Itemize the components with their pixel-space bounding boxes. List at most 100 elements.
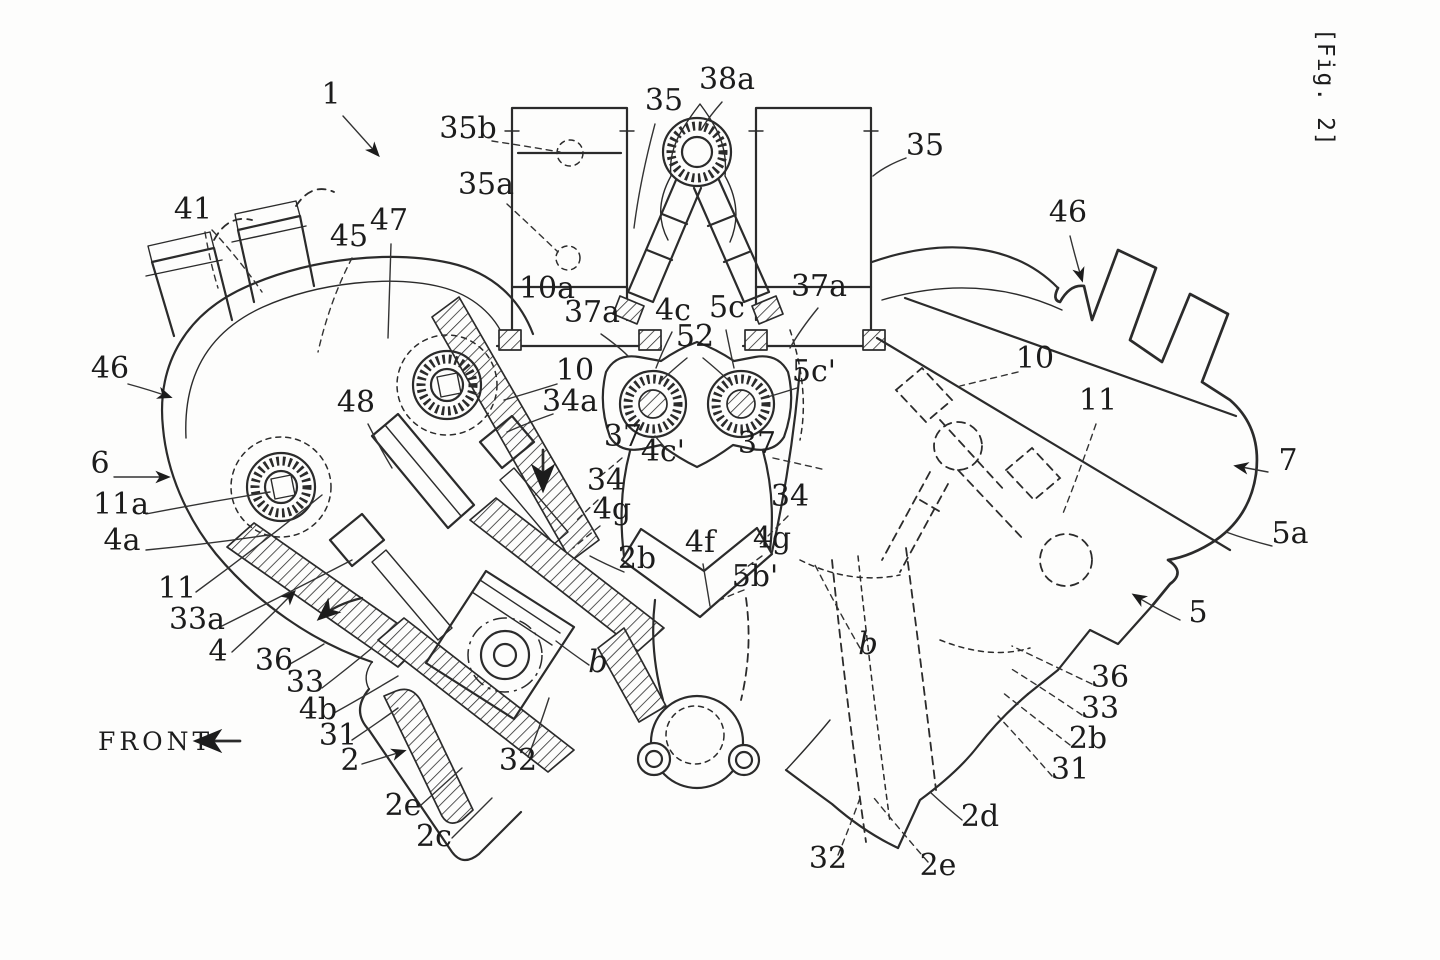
- left-head-lower-edge: [161, 426, 374, 664]
- right-valve-hidden-1: [894, 366, 954, 424]
- left-cover-outer: [160, 255, 535, 430]
- valve-stem-2: [499, 467, 569, 545]
- ref-label-36-46: 36: [1091, 660, 1129, 695]
- ref-label-b-43: b: [588, 644, 608, 680]
- conrod-section: [597, 627, 667, 723]
- ref-label-47-7: 47: [370, 203, 408, 238]
- ref-label-38a-1: 38a: [699, 62, 755, 97]
- right-block-break-edge: [896, 692, 1030, 850]
- ref-label-34-31: 34: [771, 479, 809, 514]
- rotation-arrow: [316, 596, 364, 621]
- ref-label-2b-35: 2b: [618, 541, 656, 576]
- ref-label-b-44: b: [858, 626, 878, 662]
- ref-label-5-40: 5: [1188, 595, 1207, 630]
- leader-5: [1131, 593, 1181, 621]
- piston: [424, 569, 576, 721]
- bore-right: [706, 369, 776, 439]
- ref-label-41-6: 41: [174, 192, 212, 227]
- ref-label-32-53: 32: [499, 743, 537, 778]
- ref-label-10a-10: 10a: [519, 271, 575, 306]
- ref-label-4g-33: 4g: [753, 521, 791, 556]
- ref-label-4c-12: 4c: [655, 293, 691, 328]
- intake-funnels: [495, 106, 887, 351]
- leader-lines: [113, 101, 1273, 863]
- ref-label-35-4: 35: [906, 128, 944, 163]
- right-pushrod-hidden: [881, 471, 949, 573]
- ref-label-4a-32: 4a: [104, 523, 141, 558]
- ref-label-4b-47: 4b: [299, 692, 337, 727]
- flange-ear-right: [727, 743, 761, 777]
- ref-label-2-51: 2: [340, 743, 359, 778]
- ref-label-37-23: 37: [604, 419, 642, 454]
- ref-label-45-8: 45: [330, 219, 368, 254]
- right-cover-inner: [881, 287, 1063, 311]
- ref-label-46-9: 46: [1049, 195, 1087, 230]
- ref-label-11-38: 11: [158, 571, 196, 606]
- vee-trough: [620, 526, 774, 619]
- ref-label-35-2: 35: [645, 83, 683, 118]
- funnel-hidden-hole-2: [555, 245, 581, 271]
- ref-label-37-25: 37: [738, 426, 776, 461]
- linkage-arm-left: [626, 178, 703, 304]
- flange-ear-left: [636, 741, 672, 777]
- piston-pin-hidden-circle: [467, 617, 543, 693]
- ref-label-48-19: 48: [337, 385, 375, 420]
- ref-label-5a-37: 5a: [1272, 516, 1309, 551]
- flange-hidden-bore: [665, 705, 725, 765]
- ref-label-35a-5: 35a: [458, 167, 514, 202]
- ref-label-34a-18: 34a: [542, 384, 598, 419]
- intake-stub-2: [236, 214, 316, 304]
- ref-label-37a-15: 37a: [791, 269, 847, 304]
- right-bore-hidden-2: [905, 547, 937, 791]
- ref-label-11a-29: 11a: [93, 487, 149, 522]
- ref-label-2c-56: 2c: [416, 819, 452, 854]
- ref-label-5c-13: 5c: [709, 290, 745, 325]
- throttle-linkage: [612, 103, 784, 325]
- ref-label-5b-36: 5b': [732, 559, 779, 594]
- ref-label-35b-3: 35b: [439, 111, 496, 146]
- right-head-castellated-edge: [1054, 248, 1259, 608]
- ref-label-4-41: 4: [208, 634, 227, 669]
- ref-label-31-52: 31: [1051, 752, 1089, 787]
- water-jacket-section: [383, 688, 474, 824]
- ref-label-52-14: 52: [676, 319, 714, 354]
- throttle-bores: [601, 340, 802, 702]
- leader-7: [1233, 462, 1269, 475]
- piston-pin: [479, 629, 531, 681]
- ref-label-4c-24: 4c': [641, 434, 685, 469]
- valve-stem-1: [371, 549, 453, 641]
- ref-label-7-27: 7: [1278, 443, 1297, 478]
- funnel-hidden-hole-1: [556, 139, 584, 167]
- front-label: FRONT: [98, 727, 213, 756]
- ref-label-6-26: 6: [90, 446, 109, 481]
- ref-label-33-45: 33: [286, 665, 324, 700]
- ref-label-37a-11: 37a: [564, 295, 620, 330]
- plug-tube: [370, 412, 476, 530]
- ref-label-2e-55: 2e: [385, 788, 422, 823]
- right-cylinder-bank: [784, 246, 1259, 850]
- valve-lifter-2: [478, 414, 536, 470]
- right-cover-outer: [870, 246, 1060, 290]
- crankcase-flange: [597, 627, 761, 790]
- right-section-line: [875, 336, 1232, 552]
- ref-label-2d-54: 2d: [961, 799, 999, 834]
- ref-label-11-22: 11: [1079, 383, 1117, 418]
- camshaft-intake: [396, 334, 498, 436]
- left-crankcase-edge: [358, 687, 523, 862]
- ref-label-31-49: 31: [319, 718, 357, 753]
- ref-label-36-42: 36: [255, 643, 293, 678]
- ref-label-33a-39: 33a: [169, 602, 225, 637]
- left-cylinder-bank: [145, 188, 665, 862]
- linkage-pivot: [661, 116, 733, 188]
- bore-left: [618, 369, 688, 439]
- flange-body: [649, 694, 745, 790]
- cylinder-wall-upper: [469, 497, 665, 652]
- leader-1: [342, 115, 380, 158]
- ref-label-46-16: 46: [91, 351, 129, 386]
- right-bore-hidden-1: [831, 559, 867, 843]
- throttle-housing: [601, 340, 793, 469]
- ref-label-2e-58: 2e: [920, 848, 957, 883]
